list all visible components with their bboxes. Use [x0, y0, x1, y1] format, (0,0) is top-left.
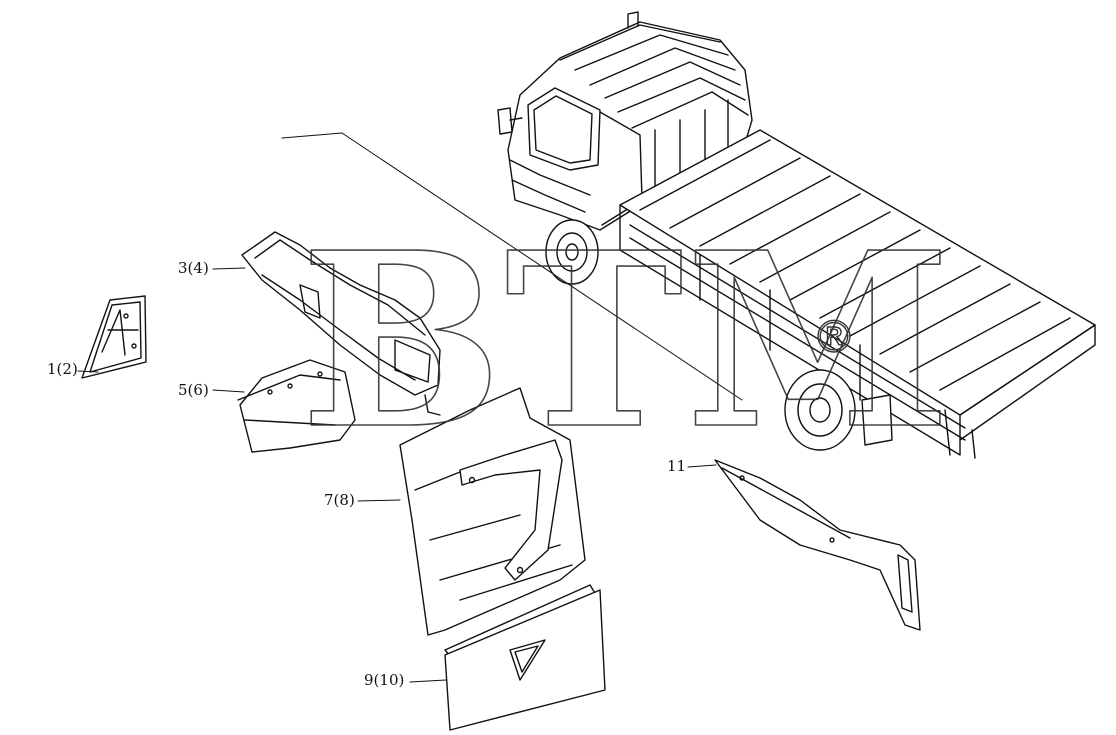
callout-9: 9(10): [364, 671, 405, 689]
part-9-mudflap: [444, 584, 606, 731]
watermark: BTM ®: [299, 199, 953, 483]
leader-lines: [77, 267, 717, 683]
part-5-panel: [237, 359, 356, 453]
part-11-bracket: [714, 459, 921, 631]
part-3-arch: [241, 231, 441, 416]
callout-7: 7(8): [324, 491, 355, 509]
callout-1: 1(2): [47, 360, 78, 378]
watermark-mark: ®: [812, 312, 856, 363]
watermark-text: BTM: [300, 200, 953, 482]
part-1-bracket: [81, 295, 147, 379]
truck: [497, 11, 1096, 459]
callout-3: 3(4): [178, 259, 209, 277]
part-7-fender: [399, 387, 586, 636]
callout-11: 11: [667, 457, 687, 475]
callout-5: 5(6): [178, 381, 209, 399]
